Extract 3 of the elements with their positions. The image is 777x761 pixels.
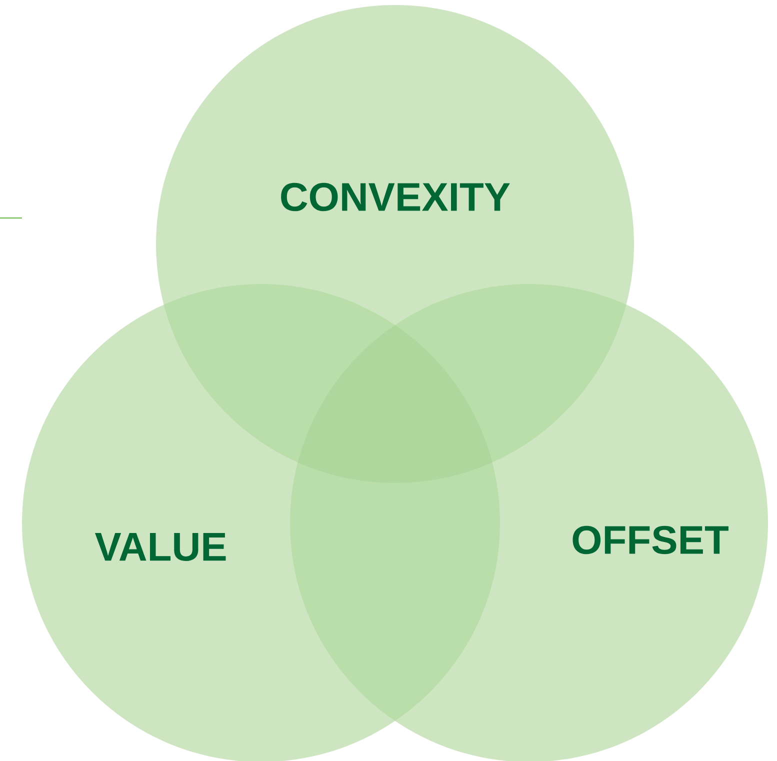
circle-label: OFFSET xyxy=(572,526,728,554)
circle-label: VALUE xyxy=(94,533,226,561)
circle-label: CONVEXITY xyxy=(281,182,510,212)
